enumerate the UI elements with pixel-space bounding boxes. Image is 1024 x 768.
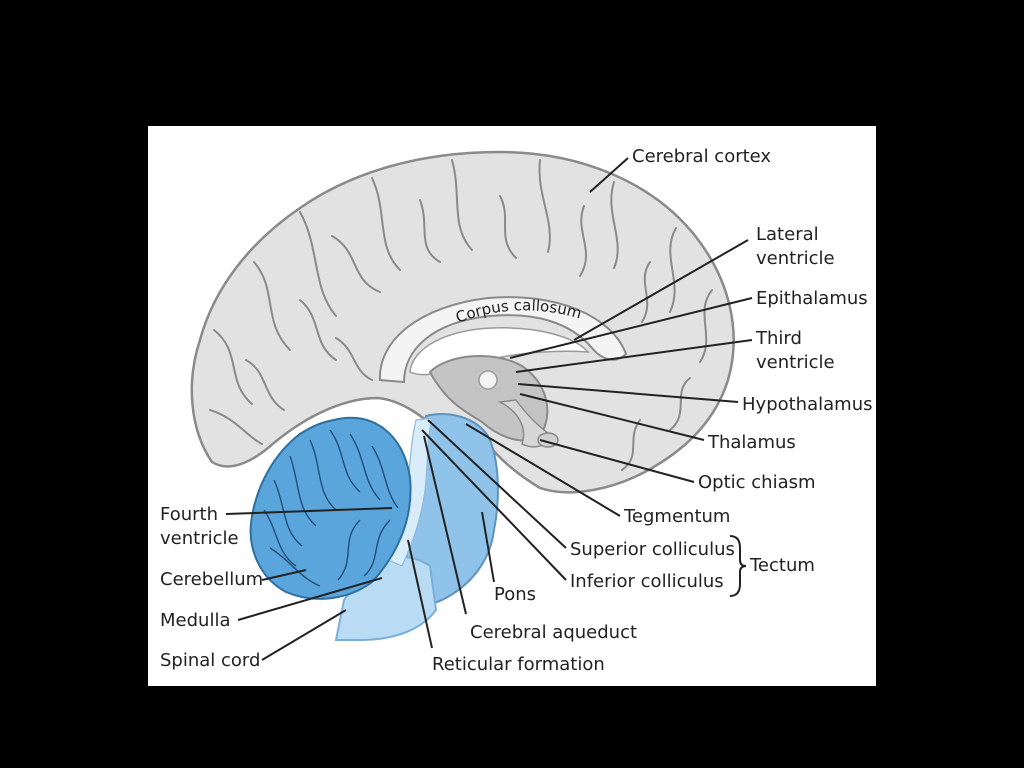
label-lateral-ventricle-line2: ventricle: [756, 248, 835, 269]
leader-superior-colliculus: [427, 419, 567, 549]
label-cerebral-aqueduct: Cerebral aqueduct: [470, 622, 637, 643]
cerebellum-shape: [249, 416, 412, 600]
label-tegmentum: Tegmentum: [623, 506, 730, 527]
label-cerebellum: Cerebellum: [160, 569, 263, 590]
leader-cerebral-aqueduct: [423, 435, 467, 615]
label-cerebral-cortex: Cerebral cortex: [632, 146, 771, 167]
label-pons: Pons: [494, 584, 536, 605]
leader-spinal-cord: [261, 609, 347, 661]
leader-lines: [225, 157, 753, 661]
leader-third-ventricle: [515, 339, 753, 373]
leader-thalamus: [519, 393, 705, 441]
leader-optic-chiasm: [539, 439, 695, 483]
leader-pons: [481, 511, 495, 583]
label-inferior-colliculus: Inferior colliculus: [570, 571, 724, 592]
leader-tegmentum: [465, 423, 621, 517]
cerebrum-shape: [190, 150, 735, 494]
leader-fourth-ventricle: [225, 507, 393, 515]
cortex-gyri: [209, 159, 713, 471]
leader-cerebral-cortex: [589, 157, 629, 193]
label-lateral-ventricle-line1: Lateral: [756, 224, 819, 245]
third-ventricle: [478, 370, 498, 390]
tectum-brace: [729, 535, 747, 597]
leader-inferior-colliculus: [421, 429, 567, 581]
label-tectum: Tectum: [749, 555, 815, 576]
label-thalamus: Thalamus: [707, 432, 796, 453]
label-hypothalamus: Hypothalamus: [742, 394, 872, 415]
label-third-ventricle-line2: ventricle: [756, 352, 835, 373]
label-superior-colliculus: Superior colliculus: [570, 539, 735, 560]
label-fourth-ventricle-line1: Fourth: [160, 504, 218, 525]
leader-cerebellum: [261, 569, 307, 581]
leader-medulla: [237, 577, 383, 621]
label-spinal-cord: Spinal cord: [160, 650, 260, 671]
label-reticular-formation: Reticular formation: [432, 654, 605, 675]
label-optic-chiasm: Optic chiasm: [698, 472, 816, 493]
label-medulla: Medulla: [160, 610, 230, 631]
leader-hypothalamus: [517, 383, 739, 403]
labels: Cerebral cortex Lateral ventricle Epitha…: [160, 146, 872, 675]
leader-lateral-ventricle: [573, 239, 749, 341]
label-fourth-ventricle-line2: ventricle: [160, 528, 239, 549]
leader-reticular-formation: [407, 539, 433, 649]
label-epithalamus: Epithalamus: [756, 288, 868, 309]
cerebellum-folia: [263, 429, 399, 587]
label-third-ventricle-line1: Third: [755, 328, 802, 349]
leader-epithalamus: [509, 297, 753, 359]
brain-illustration: Corpus callosum: [190, 150, 735, 641]
